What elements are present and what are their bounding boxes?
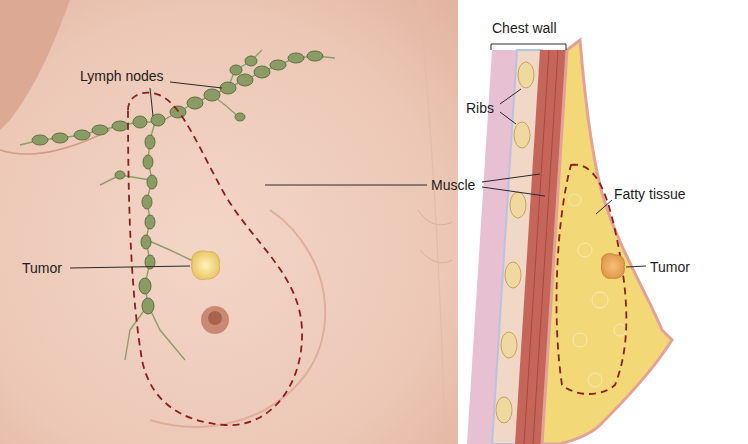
skin	[0, 0, 458, 444]
rib	[496, 62, 534, 423]
part-label: Fatty tissue	[614, 186, 686, 202]
chest-wall-bracket	[491, 44, 566, 50]
arm	[0, 0, 70, 130]
breast-contour	[150, 210, 325, 427]
part-label: Muscle	[431, 177, 475, 193]
part-label: Ribs	[466, 100, 494, 116]
tumor	[192, 251, 220, 280]
part-label: Tumor	[650, 259, 690, 275]
surgical-margin	[128, 93, 302, 426]
part-label: Tumor	[22, 260, 62, 276]
part-label: Lymph nodes	[80, 68, 164, 84]
tumor	[601, 254, 624, 279]
areola	[201, 306, 229, 334]
nipple	[208, 311, 222, 325]
fatty-tissue	[542, 40, 672, 444]
sternum-line	[420, 0, 445, 444]
part-label: Chest wall	[492, 20, 557, 36]
leader-lines	[70, 44, 646, 268]
torso-view	[0, 0, 458, 444]
armpit-fold	[0, 130, 110, 154]
lymph-vessels	[20, 50, 335, 360]
fat-lobules	[569, 194, 626, 387]
cross-section	[467, 40, 672, 444]
lymph-node	[32, 51, 323, 314]
rib-shadow	[418, 210, 452, 263]
